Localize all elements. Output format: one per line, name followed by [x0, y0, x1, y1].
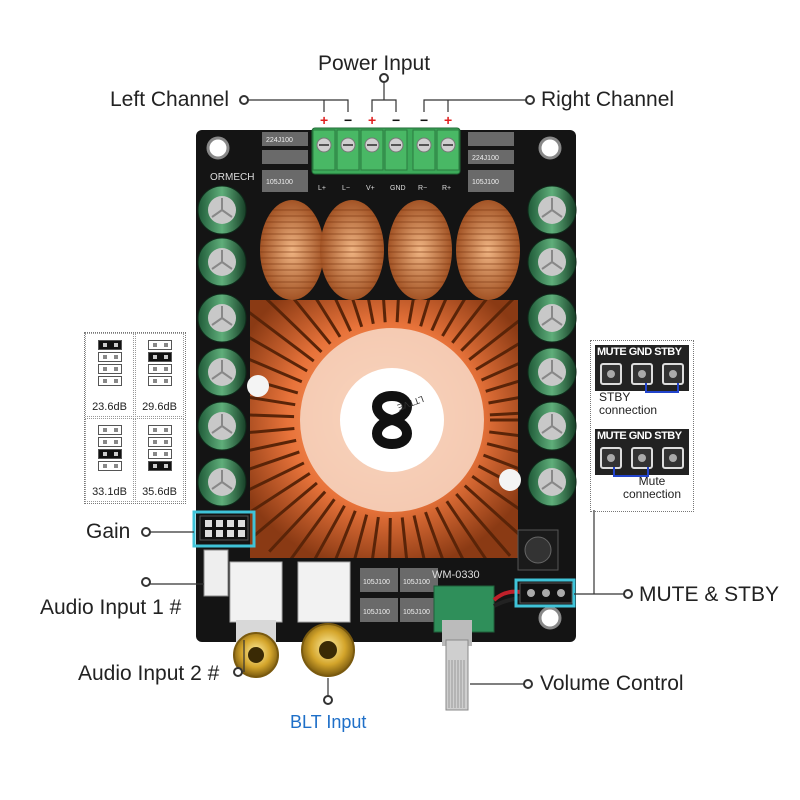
gain-highlight: [192, 510, 256, 548]
jumper-diagram: [98, 425, 122, 473]
jumper-cap-installed: [98, 449, 122, 459]
mute-diagram: MUTE GND STBY Mute connection: [595, 429, 689, 501]
pin-header-labels: MUTE GND STBY: [595, 429, 689, 443]
gain-option: 35.6dB: [135, 418, 184, 502]
jumper-cap-installed: [98, 340, 122, 350]
pin-label: GND: [628, 430, 652, 442]
polarity-mark: −: [344, 112, 352, 128]
resistor-label: 224J100: [266, 137, 293, 144]
polarity-mark: +: [368, 112, 376, 128]
pin-label: GND: [628, 346, 652, 358]
resistor-label: 105J100: [363, 609, 390, 616]
resistor-label: 105J100: [403, 609, 430, 616]
mount-hole: [538, 136, 562, 160]
gain-option: 29.6dB: [135, 333, 184, 417]
gain-option-label: 29.6dB: [142, 401, 177, 413]
pin: [662, 447, 685, 469]
gain-settings-panel: 23.6dB 29.6dB 33.1dB 35.6dB: [84, 332, 186, 504]
polarity-mark: +: [444, 112, 452, 128]
jumper-pin-pair: [148, 425, 172, 435]
terminal-label: V+: [366, 185, 375, 192]
pin-header-labels: MUTE GND STBY: [595, 345, 689, 359]
gain-label: Gain: [86, 520, 131, 543]
jumper-wire: [645, 383, 679, 393]
stby-diagram: MUTE GND STBY STBY connection: [595, 345, 689, 417]
left-channel-label: Left Channel: [110, 88, 230, 111]
mount-hole: [206, 136, 230, 160]
pin: [630, 363, 653, 385]
pin: [599, 363, 622, 385]
jumper-pin-pair: [98, 376, 122, 386]
resistor-label: 224J100: [472, 155, 499, 162]
pin: [662, 363, 685, 385]
mute-stby-label: MUTE & STBY: [639, 583, 780, 606]
mount-hole: [538, 606, 562, 630]
gain-option-label: 23.6dB: [92, 401, 127, 413]
audio-input-1-label: Audio Input 1 #: [40, 596, 182, 619]
model-label: WM-0330: [432, 569, 480, 581]
jumper-pin-pair: [148, 376, 172, 386]
jumper-pin-pair: [98, 437, 122, 447]
polarity-mark: −: [392, 112, 400, 128]
jumper-cap-installed: [148, 461, 172, 471]
jumper-pin-pair: [98, 425, 122, 435]
terminal-label: L−: [342, 185, 350, 192]
pin: [599, 447, 622, 469]
resistor-label: 105J100: [363, 579, 390, 586]
jumper-pin-pair: [148, 449, 172, 459]
terminal-label: L+: [318, 185, 326, 192]
jumper-pin-pair: [148, 364, 172, 374]
gain-option: 23.6dB: [85, 333, 134, 417]
gain-option-label: 33.1dB: [92, 486, 127, 498]
mute-stby-highlight: [514, 578, 576, 608]
gain-option-label: 35.6dB: [142, 486, 177, 498]
pin-label: MUTE: [597, 346, 627, 358]
pin-label: STBY: [654, 346, 682, 358]
terminal-label: R+: [442, 185, 451, 192]
right-channel-label: Right Channel: [541, 88, 675, 111]
jumper-diagram: [148, 340, 172, 388]
resistor-label: 105J100: [472, 179, 499, 186]
fan-logo-icon: [372, 390, 412, 450]
mute-stby-panel: MUTE GND STBY STBY connection MUTE GND S…: [590, 340, 694, 512]
pin-label: STBY: [654, 430, 682, 442]
audio-input-1-connector: [203, 549, 229, 597]
jumper-pin-pair: [98, 364, 122, 374]
resistor-label: 105J100: [403, 579, 430, 586]
jumper-pin-pair: [148, 437, 172, 447]
jumper-diagram: [98, 340, 122, 388]
brand-label: ORMECH: [210, 172, 254, 183]
power-input-label: Power Input: [318, 52, 431, 75]
pin-label: MUTE: [597, 430, 627, 442]
jumper-wire: [613, 467, 649, 477]
terminal-label: GND: [390, 185, 406, 192]
jumper-cap-installed: [148, 352, 172, 362]
polarity-mark: +: [320, 112, 328, 128]
gain-option: 33.1dB: [85, 418, 134, 502]
jumper-pin-pair: [98, 352, 122, 362]
terminal-label: R−: [418, 185, 427, 192]
pin: [630, 447, 653, 469]
resistor-label: 105J100: [266, 179, 293, 186]
mute-caption: Mute connection: [622, 474, 682, 501]
volume-control-label: Volume Control: [540, 672, 684, 695]
polarity-mark: −: [420, 112, 428, 128]
jumper-pin-pair: [148, 340, 172, 350]
jumper-pin-pair: [98, 461, 122, 471]
audio-input-2-label: Audio Input 2 #: [78, 662, 220, 685]
inductor: [260, 200, 520, 300]
jumper-diagram: [148, 425, 172, 473]
stby-caption: STBY connection: [599, 390, 658, 417]
blt-input-label: BLT Input: [290, 712, 367, 732]
